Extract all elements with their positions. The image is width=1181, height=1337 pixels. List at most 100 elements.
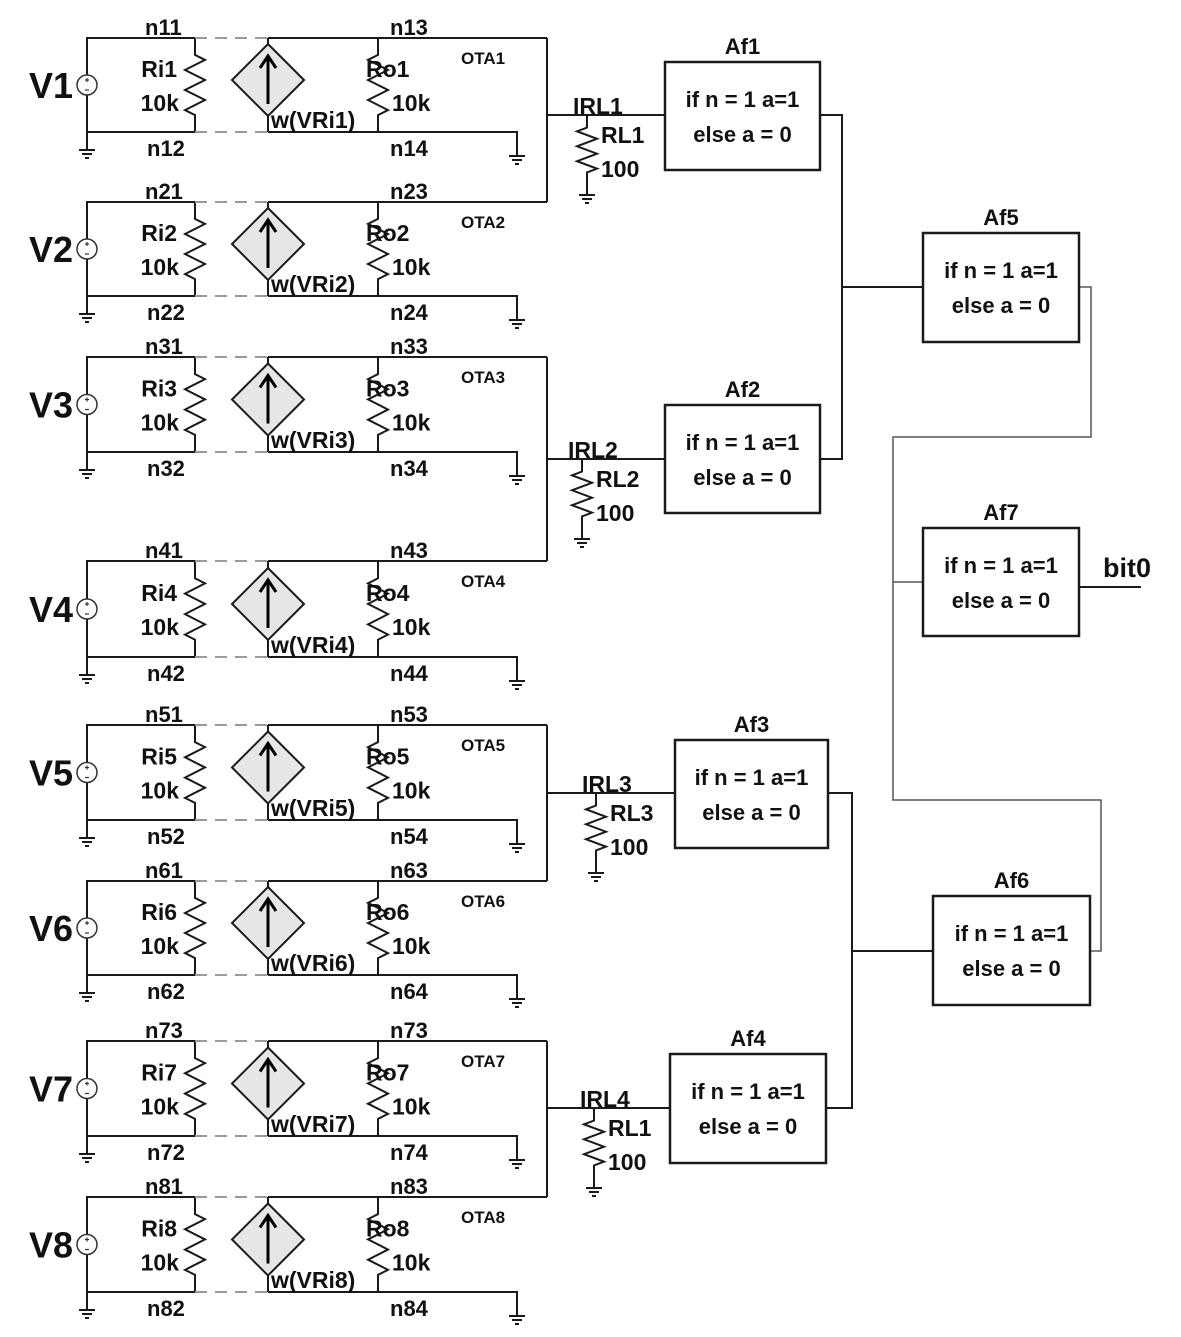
ground-icon — [509, 680, 525, 690]
node-label: n61 — [145, 858, 183, 883]
node-label: n72 — [147, 1140, 185, 1165]
output-resistor-name: Ro2 — [366, 220, 409, 246]
output-resistor — [365, 202, 391, 296]
input-resistor-value: 10k — [141, 254, 180, 280]
load-resistor — [581, 1108, 607, 1178]
ground-icon — [509, 843, 525, 853]
voltage-source-label: V6 — [29, 908, 73, 949]
block-title: Af6 — [994, 868, 1029, 893]
ota-label: OTA3 — [461, 368, 505, 387]
voltage-source-label: V8 — [29, 1225, 73, 1266]
load-resistor — [583, 793, 609, 863]
output-wire-bottom — [268, 451, 518, 476]
ground-icon — [574, 538, 590, 548]
output-resistor — [365, 725, 391, 820]
af3-af4-to-af6 — [826, 792, 853, 1109]
output-wire-bottom — [268, 974, 518, 999]
ota-label: OTA1 — [461, 49, 505, 68]
load-current-label: IRL1 — [573, 93, 623, 119]
output-resistor-name: Ro6 — [366, 899, 409, 925]
load-resistor-value: 100 — [610, 834, 648, 860]
dependent-current-source-icon — [230, 561, 306, 657]
node-label: n53 — [390, 702, 428, 727]
voltage-source-label: V4 — [29, 589, 73, 630]
ground-icon — [588, 872, 604, 882]
output-resistor-name: Ro3 — [366, 376, 409, 402]
input-resistor-value: 10k — [141, 614, 180, 640]
output-resistor-value: 10k — [392, 1094, 431, 1120]
load-resistor-name: RL1 — [608, 1115, 652, 1141]
node-label: n73 — [145, 1018, 183, 1043]
ground-icon — [79, 1309, 95, 1319]
node-label: n44 — [390, 661, 429, 686]
block-title: Af2 — [725, 377, 760, 402]
node-label: n64 — [390, 979, 429, 1004]
block-condition: if n = 1 a=1 — [944, 553, 1058, 578]
output-resistor — [365, 1041, 391, 1136]
input-resistor — [182, 357, 208, 452]
input-resistor — [182, 1197, 208, 1292]
node-label: n82 — [147, 1296, 185, 1321]
ground-icon — [509, 1315, 525, 1325]
ground-icon — [79, 837, 95, 847]
node-label: n23 — [390, 179, 428, 204]
input-wire — [86, 560, 195, 658]
transconductance-label: w(VRi1) — [270, 107, 355, 133]
ground-icon — [79, 674, 95, 684]
voltage-source-label: V2 — [29, 229, 73, 270]
output-resistor-value: 10k — [392, 410, 431, 436]
ground-icon — [509, 998, 525, 1008]
input-wire — [86, 201, 195, 297]
block-condition: if n = 1 a=1 — [686, 430, 800, 455]
input-resistor-name: Ri3 — [141, 376, 177, 402]
block-condition: if n = 1 a=1 — [955, 921, 1069, 946]
dependent-current-source-icon — [230, 202, 306, 296]
input-resistor-name: Ri6 — [141, 899, 177, 925]
input-resistor-value: 10k — [141, 90, 180, 116]
node-label: n81 — [145, 1174, 183, 1199]
input-wire — [86, 880, 195, 976]
dependent-current-source-icon — [230, 357, 306, 452]
block-else: else a = 0 — [702, 800, 800, 825]
output-resistor-value: 10k — [392, 254, 431, 280]
node-label: n74 — [390, 1140, 429, 1165]
input-resistor — [182, 38, 208, 132]
input-resistor — [182, 1041, 208, 1136]
load-resistor — [574, 115, 600, 185]
output-resistor-name: Ro5 — [366, 744, 410, 770]
input-resistor-name: Ri1 — [141, 56, 177, 82]
input-resistor-name: Ri7 — [141, 1060, 177, 1086]
input-resistor-name: Ri2 — [141, 220, 177, 246]
voltage-source-icon — [76, 1077, 98, 1100]
load-current-label: IRL2 — [568, 437, 618, 463]
node-label: n21 — [145, 179, 183, 204]
node-label: n31 — [145, 334, 183, 359]
output-resistor — [365, 1197, 391, 1292]
af5-af6-to-af7 — [892, 286, 1102, 952]
block-frame — [663, 403, 822, 515]
dependent-current-source-icon — [230, 38, 306, 132]
ground-icon — [79, 992, 95, 1002]
node-label: n73 — [390, 1018, 428, 1043]
logic-wiring — [820, 114, 1141, 1109]
af1-af2-to-af5 — [820, 114, 843, 460]
node-label: n62 — [147, 979, 185, 1004]
dependent-current-source-icon — [230, 1041, 306, 1136]
dependent-current-source-icon — [230, 725, 306, 820]
ota-label: OTA7 — [461, 1052, 505, 1071]
output-wire-bottom — [268, 1135, 518, 1160]
load-current-label: IRL4 — [580, 1086, 630, 1112]
block-else: else a = 0 — [699, 1114, 797, 1139]
ground-icon — [579, 194, 595, 204]
output-wire-bottom — [268, 131, 518, 156]
input-resistor-name: Ri5 — [141, 744, 177, 770]
